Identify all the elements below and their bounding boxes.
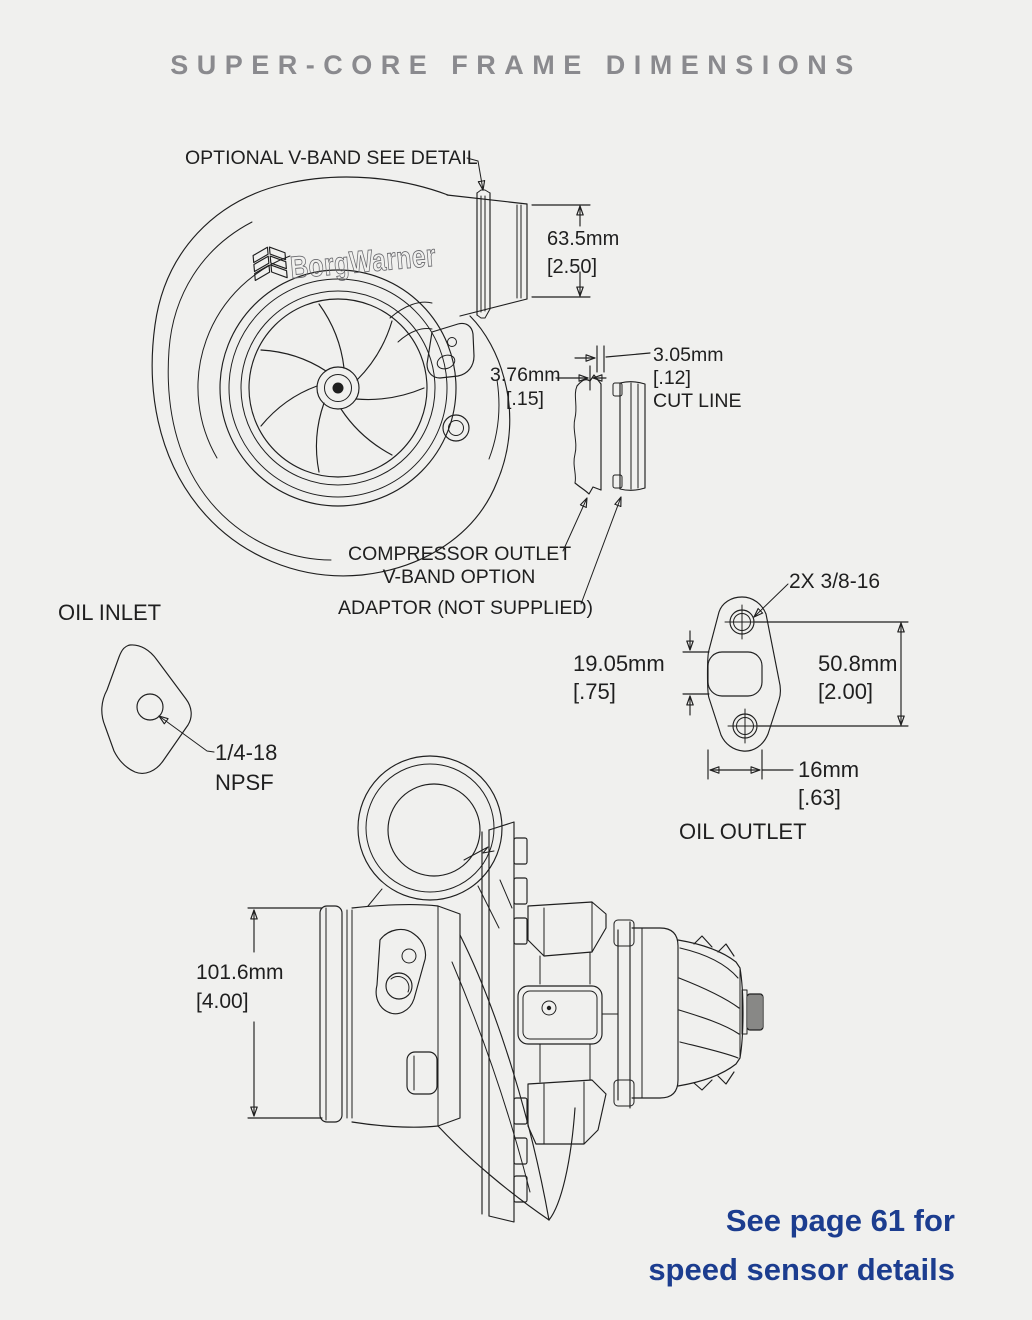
slot-width-label: 16mm [.63] xyxy=(798,756,859,812)
vband-detail-drawing xyxy=(555,345,651,605)
outlet-diameter-label: 63.5mm [2.50] xyxy=(547,225,619,281)
inlet-diameter-mm: 101.6mm xyxy=(196,961,284,984)
oil-inlet-heading: OIL INLET xyxy=(58,600,162,625)
npsf-thread-line1: 1/4-18 xyxy=(215,740,278,765)
inlet-diameter-label: 101.6mm [4.00] xyxy=(196,958,284,1016)
compressor-outlet-line1: COMPRESSOR OUTLET xyxy=(348,543,572,565)
oil-inlet-flange-drawing xyxy=(101,644,215,774)
vband-flange-thickness-mm: 3.76mm xyxy=(490,364,561,386)
oil-outlet-heading: OIL OUTLET xyxy=(679,819,807,844)
npsf-thread-line2: NPSF xyxy=(215,770,274,795)
bolt-spacing-label: 50.8mm [2.00] xyxy=(818,650,897,706)
compressor-outlet-line2: V-BAND OPTION xyxy=(382,566,536,588)
slot-height-in: [.75] xyxy=(573,679,616,704)
slot-height-mm: 19.05mm xyxy=(573,651,665,676)
borgwarner-logo-text: BorgWarner xyxy=(289,238,437,286)
npsf-thread-label: 1/4-18 NPSF xyxy=(215,738,277,798)
page-title: SUPER-CORE FRAME DIMENSIONS xyxy=(170,50,862,80)
outlet-diameter-mm: 63.5mm xyxy=(547,228,620,250)
inlet-diameter-in: [4.00] xyxy=(196,990,249,1013)
cut-line-note: CUT LINE xyxy=(653,390,742,412)
borgwarner-bowtie-icon xyxy=(252,246,288,282)
speed-sensor-note: See page 61 for speed sensor details xyxy=(648,1196,955,1294)
bolt-spacing-in: [2.00] xyxy=(818,679,874,704)
inlet-diameter-dimension xyxy=(247,907,323,1119)
cut-line-in: [.12] xyxy=(653,367,691,389)
vband-flange-thickness-label: 3.76mm [.15] xyxy=(490,363,560,411)
compressor-outlet-label: COMPRESSOR OUTLET V-BAND OPTION xyxy=(348,543,572,589)
vband-flange-thickness-in: [.15] xyxy=(506,388,544,410)
cut-line-label: 3.05mm [.12] CUT LINE xyxy=(653,344,742,413)
slot-width-in: [.63] xyxy=(798,785,841,810)
optional-vband-callout: OPTIONAL V-BAND SEE DETAIL xyxy=(185,147,478,169)
outlet-diameter-in: [2.50] xyxy=(547,256,598,278)
speed-sensor-note-line2: speed sensor details xyxy=(648,1252,955,1287)
oil-outlet-flange-drawing xyxy=(682,583,909,780)
slot-height-label: 19.05mm [.75] xyxy=(573,650,665,706)
turbine-wheel-blades xyxy=(678,935,740,1091)
turbo-side-view-drawing xyxy=(247,755,764,1223)
outlet-diameter-dimension xyxy=(531,204,591,298)
cut-line-mm: 3.05mm xyxy=(653,344,724,366)
slot-width-mm: 16mm xyxy=(798,757,860,782)
compressor-wheel-blades xyxy=(260,303,425,473)
bolt-spacing-mm: 50.8mm xyxy=(818,651,898,676)
speed-sensor-note-line1: See page 61 for xyxy=(725,1203,955,1238)
borgwarner-logo: BorgWarner xyxy=(252,237,438,286)
bolt-thread-label: 2X 3/8-16 xyxy=(789,570,881,593)
adaptor-label: ADAPTOR (NOT SUPPLIED) xyxy=(338,597,593,619)
